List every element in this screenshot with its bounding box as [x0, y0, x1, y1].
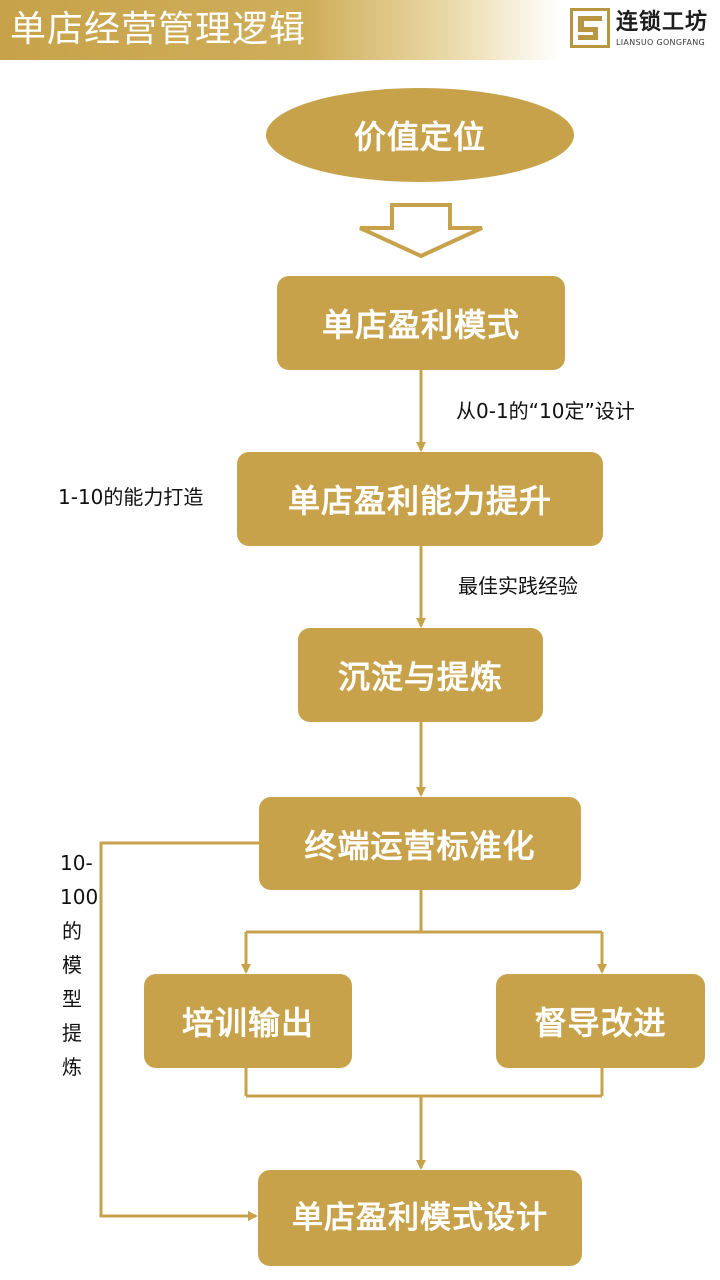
- node-consolidation-label: 沉淀与提炼: [337, 658, 503, 696]
- node-standardization-label: 终端运营标准化: [304, 826, 536, 865]
- node-profit-capability-label: 单店盈利能力提升: [287, 482, 552, 520]
- node-supervision-label: 督导改进: [534, 1004, 667, 1042]
- node-consolidation: 沉淀与提炼: [298, 628, 543, 722]
- logo-name-cn: 连锁工坊: [616, 10, 709, 35]
- node-value-positioning-label: 价值定位: [353, 118, 486, 156]
- node-model-design-label: 单店盈利模式设计: [292, 1200, 548, 1236]
- node-value-positioning: 价值定位: [266, 88, 574, 182]
- hollow-down-arrow: [359, 203, 483, 259]
- node-training-label: 培训输出: [181, 1004, 314, 1042]
- node-profit-model: 单店盈利模式: [277, 276, 565, 370]
- node-profit-capability: 单店盈利能力提升: [237, 452, 603, 546]
- logo-name-en: LIANSUO GONGFANG: [616, 38, 706, 47]
- brand-logo: 连锁工坊 LIANSUO GONGFANG: [570, 8, 715, 52]
- page-title: 单店经营管理逻辑: [10, 9, 307, 50]
- node-profit-model-label: 单店盈利模式: [321, 306, 520, 344]
- label-best-practice: 最佳实践经验: [458, 574, 578, 598]
- label-zero-to-one: 从0-1的“10定”设计: [456, 399, 635, 423]
- node-model-design: 单店盈利模式设计: [258, 1170, 582, 1266]
- node-standardization: 终端运营标准化: [259, 797, 581, 890]
- logo-mark-icon: [570, 8, 610, 48]
- header-banner: 单店经营管理逻辑: [0, 0, 560, 60]
- label-one-to-ten: 1-10的能力打造: [58, 485, 204, 509]
- feedback-loop: [99, 841, 260, 1221]
- node-supervision: 督导改进: [496, 974, 705, 1068]
- label-ten-to-hundred: 10-100的模型提炼: [60, 851, 99, 1079]
- node-training: 培训输出: [144, 974, 352, 1068]
